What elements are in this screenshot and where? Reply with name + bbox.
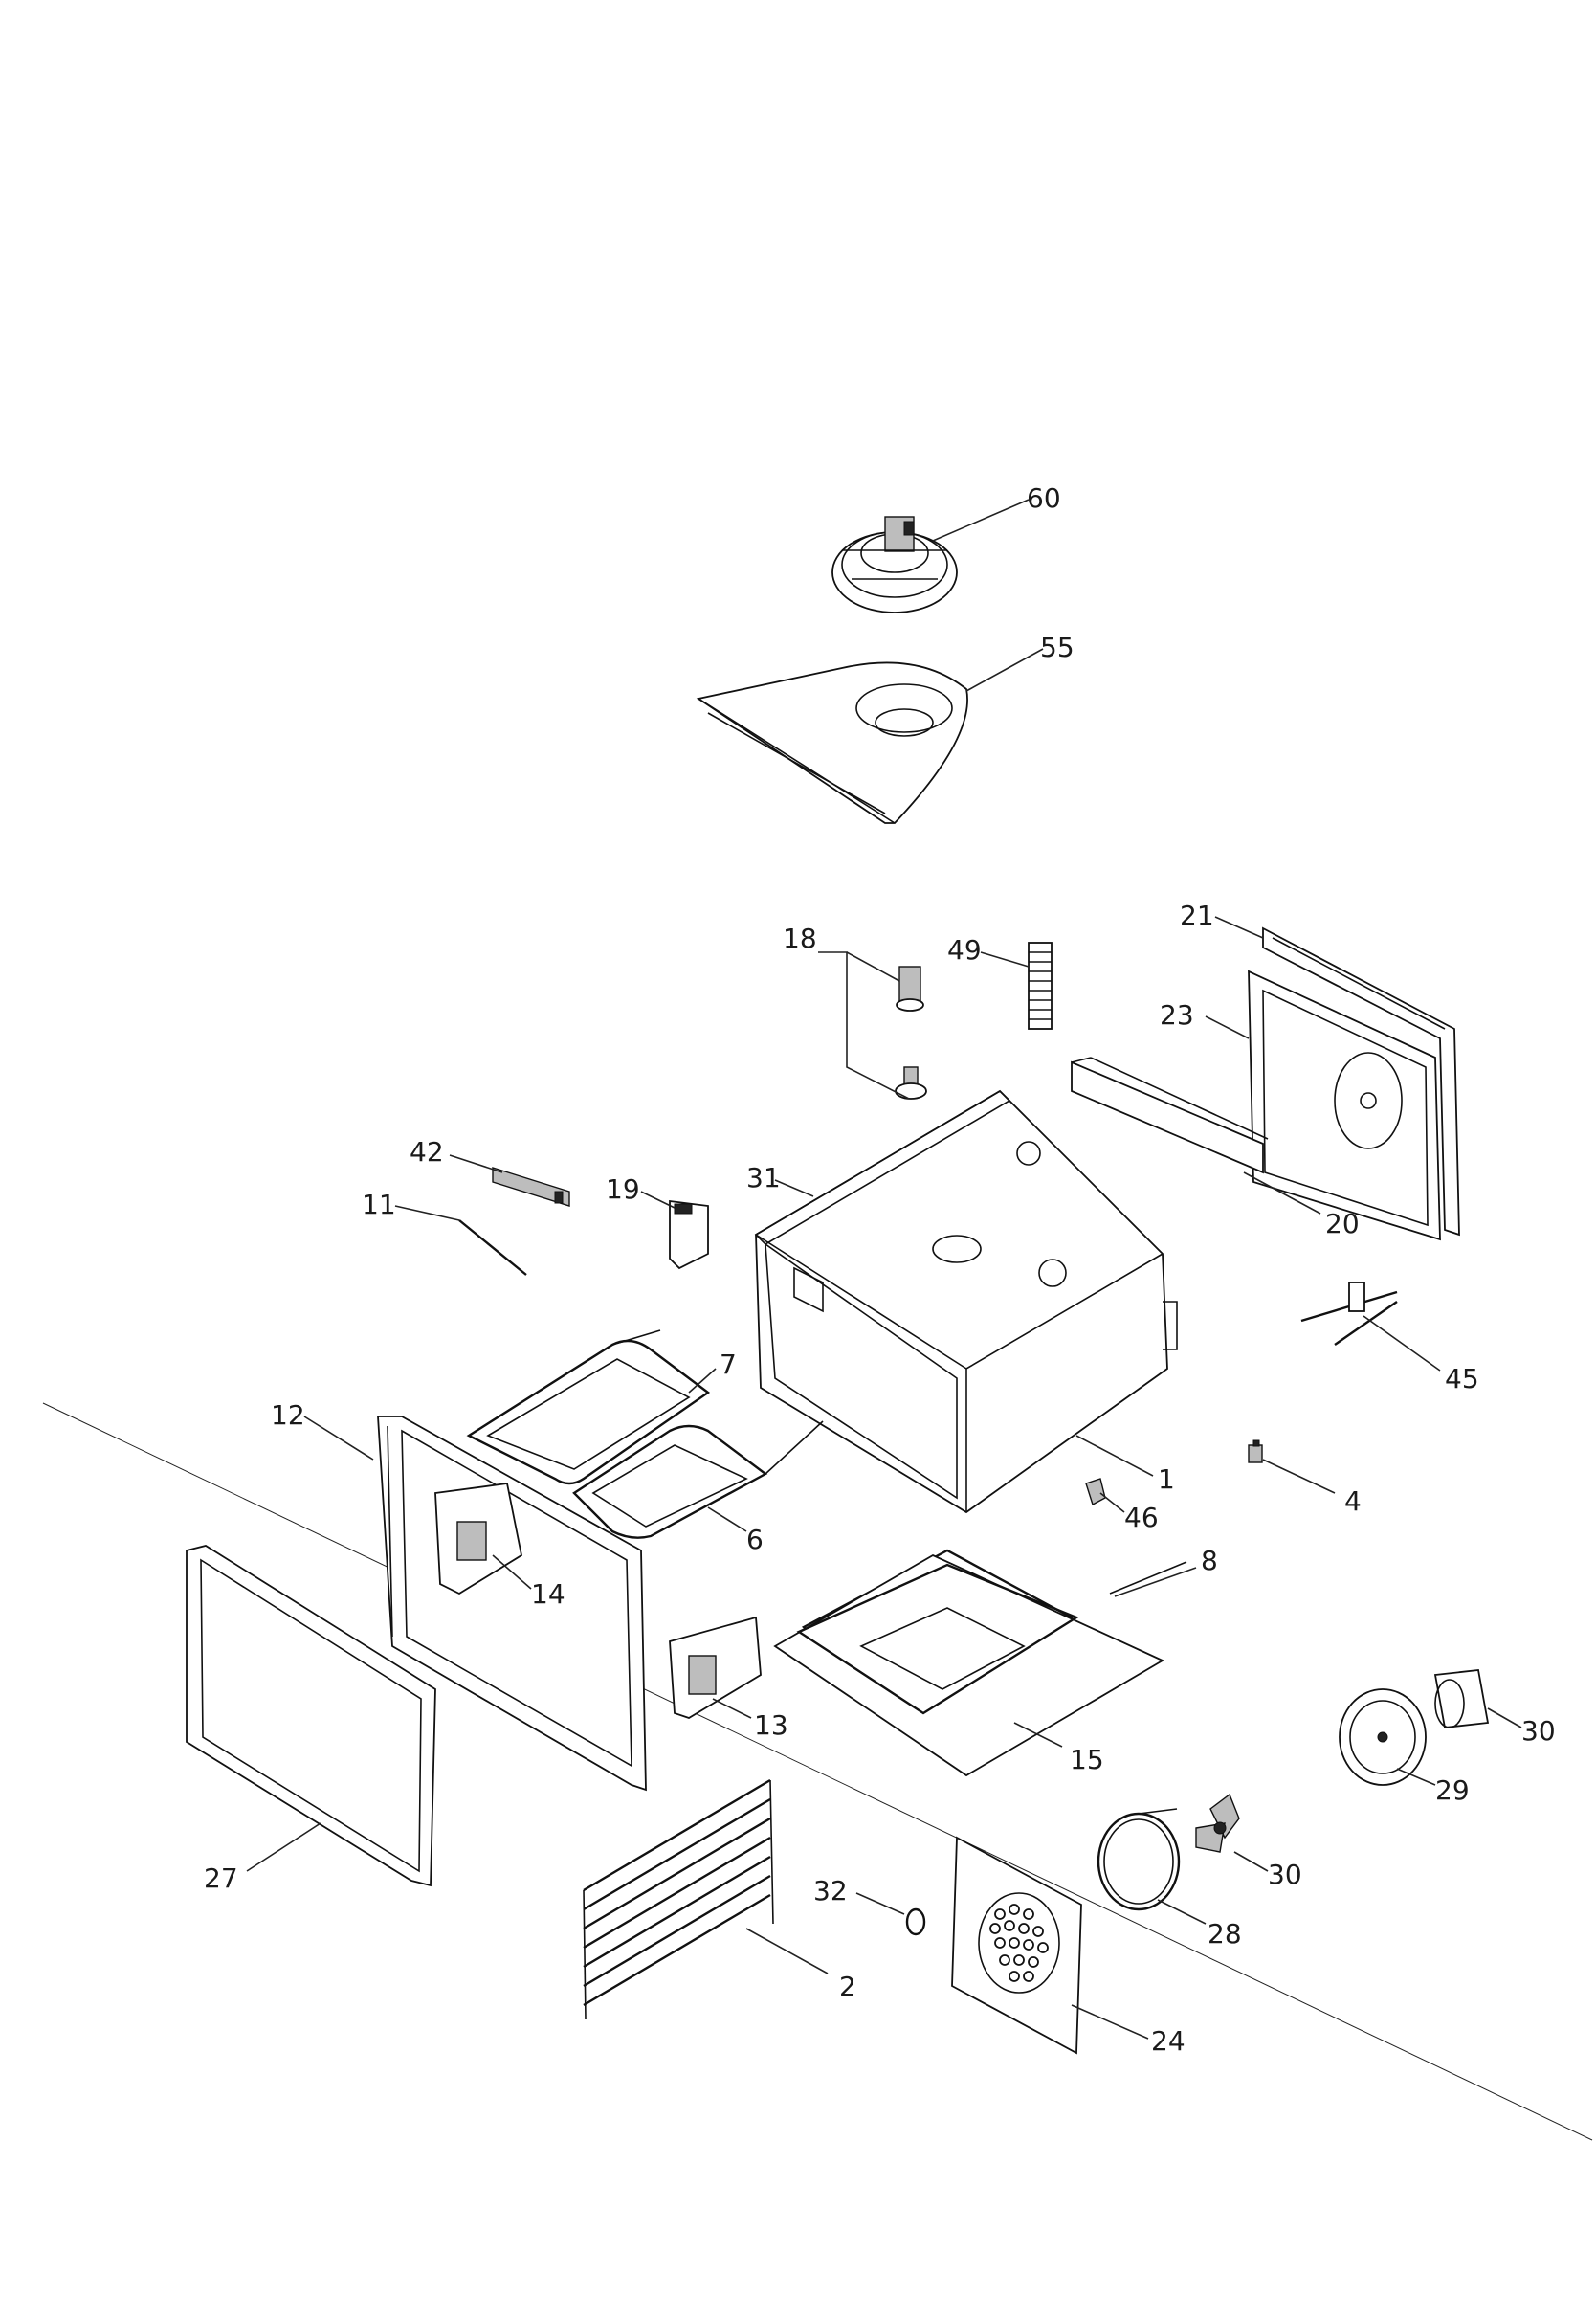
leader-2 [745,1928,829,1974]
leader-21 [1214,916,1264,939]
label-27: 27 [204,1862,238,1894]
leader-18 [818,951,910,1100]
part-20-insulation-bar [1071,1057,1269,1174]
label-30-lower: 30 [1268,1859,1302,1890]
leader-6 [707,1506,747,1532]
leader-15 [1013,1722,1063,1748]
part-1-oven-cavity [755,1089,1178,1514]
leader-1 [1075,1435,1154,1477]
leader-42 [449,1154,503,1173]
part-13-hinge-bracket [669,1616,762,1719]
leader-27 [246,1822,321,1872]
part-32-ring [905,1907,926,1936]
label-42: 42 [410,1136,444,1168]
part-24-fan-cover-grille [951,1836,1082,2055]
label-55: 55 [1040,632,1075,663]
part-60-fan-motor [831,516,958,613]
label-30-upper: 30 [1521,1715,1556,1747]
leader-45 [1363,1315,1441,1372]
label-49: 49 [947,934,982,966]
leader-8 [1114,1567,1197,1597]
label-24: 24 [1151,2025,1186,2057]
leader-20 [1243,1171,1321,1215]
leader-30-upper [1487,1707,1522,1728]
label-20: 20 [1325,1208,1360,1239]
part-23-rear-panel [1248,970,1441,1241]
label-7: 7 [720,1349,737,1380]
leader-60 [932,499,1030,542]
part-2-shelf-rails [583,1778,774,2020]
label-11: 11 [362,1189,396,1220]
leader-14 [492,1554,532,1590]
leader-4 [1262,1459,1336,1494]
part-55-fan-duct [696,661,968,824]
leader-24 [1071,2004,1149,2040]
leader-31 [774,1179,814,1197]
label-2: 2 [839,1971,856,2002]
part-28-circular-heating-element [1097,1808,1181,1911]
part-14-hinge-bracket [434,1482,523,1595]
leader-28 [1157,1899,1207,1925]
part-6-grill-element [572,1420,824,1539]
label-29: 29 [1435,1774,1470,1806]
reference-axis-line [42,1402,1593,2141]
label-60: 60 [1027,482,1061,514]
label-31: 31 [746,1162,781,1193]
part-31-top-insulation-strip [754,1089,1011,1246]
label-1: 1 [1158,1463,1175,1495]
leader-29 [1396,1768,1436,1786]
part-7-top-heating-element [466,1329,711,1485]
part-21-insulation-panel [1262,926,1460,1237]
label-13: 13 [754,1709,788,1741]
label-8: 8 [1201,1545,1218,1576]
label-4: 4 [1344,1485,1362,1517]
leader-7 [688,1368,717,1394]
part-29-fan-plate [1339,1688,1427,1786]
part-45-probe [1300,1282,1398,1346]
part-46-clip [1085,1478,1106,1506]
label-19: 19 [606,1173,640,1205]
label-12: 12 [271,1399,305,1431]
leader-13 [712,1698,752,1719]
label-46: 46 [1124,1502,1159,1533]
part-11-rod [458,1219,527,1276]
part-30-fan-motor-upper [1433,1669,1490,1728]
part-27-door-glass [186,1545,436,1887]
leader-49 [980,951,1030,968]
leader-32 [855,1892,905,1915]
leader-30-lower [1233,1851,1269,1872]
leader-46 [1099,1492,1125,1513]
part-42-bracket [492,1167,570,1207]
leader-12 [303,1416,374,1461]
part-30-fan-blade-lower [1195,1793,1240,1853]
leader-19 [640,1191,676,1209]
part-18-thermostat [895,966,927,1100]
label-6: 6 [746,1524,764,1555]
label-18: 18 [783,923,817,954]
part-19-lamp-holder [669,1199,709,1270]
leader-11 [394,1205,460,1221]
label-28: 28 [1208,1918,1242,1950]
label-14: 14 [531,1578,565,1610]
label-32: 32 [813,1875,848,1907]
label-15: 15 [1070,1744,1104,1775]
part-4-switch [1248,1439,1263,1463]
label-45: 45 [1445,1363,1479,1394]
part-49-coil [1028,942,1053,1030]
leader-23 [1205,1015,1250,1039]
part-15-bottom-plate [773,1553,1164,1777]
label-23: 23 [1160,999,1194,1031]
leader-55 [965,648,1044,692]
label-21: 21 [1180,900,1214,931]
